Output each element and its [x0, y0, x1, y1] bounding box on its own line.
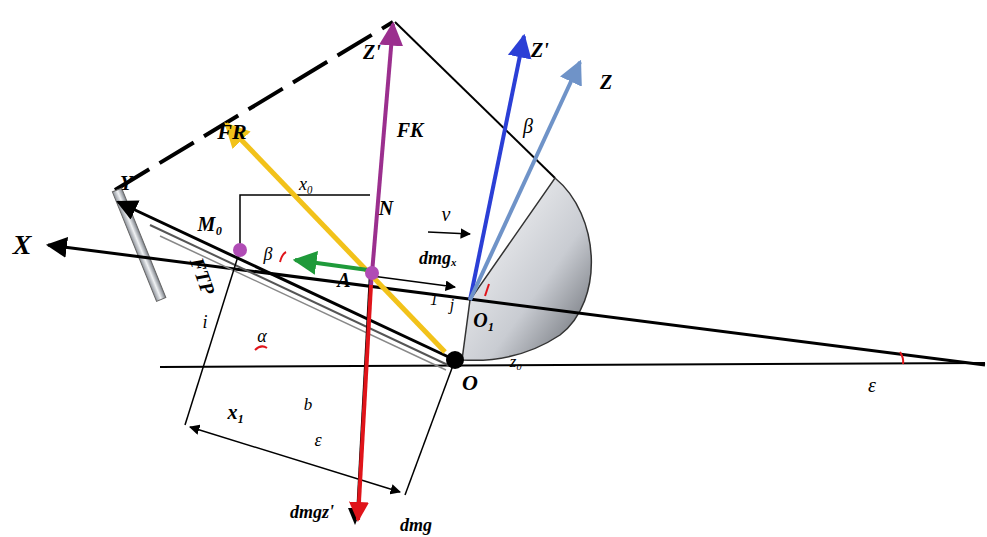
symbol-label: v	[442, 204, 451, 224]
symbol-label: A	[337, 270, 350, 290]
symbol-label: M₀	[198, 214, 223, 234]
symbol-label: X	[13, 231, 32, 259]
symbol-label: dmgₓ	[419, 249, 457, 267]
symbol-label: O	[462, 372, 478, 394]
symbol-label: x₁	[228, 402, 245, 422]
symbol-label: ε	[868, 375, 876, 395]
symbol-label: Z'	[531, 40, 549, 60]
symbol-label: b	[304, 396, 313, 413]
symbol-label: α	[257, 327, 266, 345]
symbol-label: j	[450, 297, 454, 313]
symbol-label: dmgz'	[290, 503, 334, 521]
symbol-label: β	[264, 245, 273, 263]
symbol-label: β	[523, 116, 533, 136]
symbol-label: x₀	[299, 175, 313, 193]
symbol-label: ε	[314, 431, 321, 449]
symbol-label: Y	[120, 173, 132, 193]
symbol-label: 1	[430, 292, 438, 308]
symbol-label: N	[379, 198, 393, 218]
symbol-label: z₀	[510, 353, 523, 370]
symbol-label: FK	[397, 120, 424, 140]
symbol-label: Z	[600, 72, 612, 92]
symbol-label: i	[202, 313, 207, 331]
symbol-label: dmg	[400, 516, 432, 534]
symbol-label: Z'	[363, 42, 381, 62]
symbol-label: FR	[217, 121, 246, 143]
symbol-label: O₁	[473, 310, 494, 330]
